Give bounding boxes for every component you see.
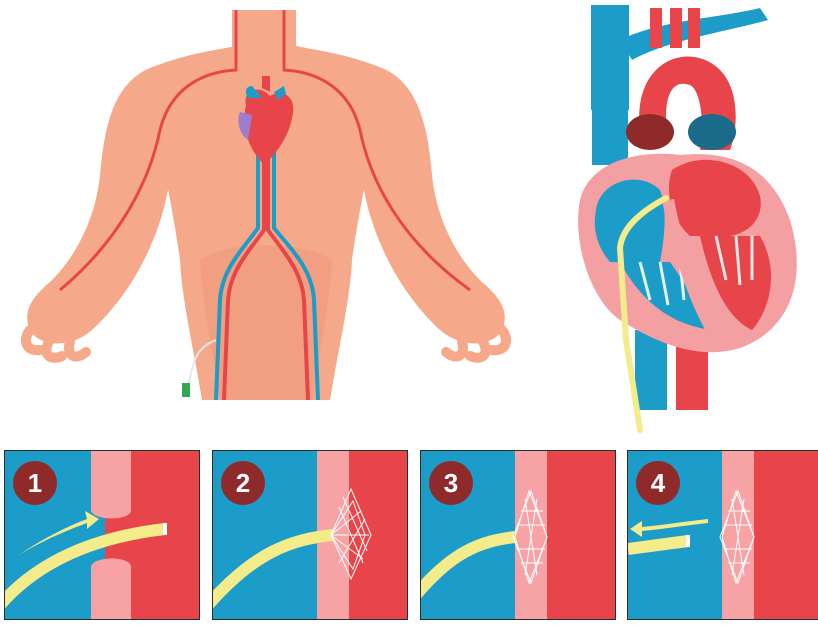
heart-illustration xyxy=(0,0,818,440)
step-badge-4: 4 xyxy=(636,461,680,505)
catheter-path xyxy=(628,541,688,549)
step-badge-1: 1 xyxy=(13,461,57,505)
step-panel-4: 4 xyxy=(627,450,818,620)
step-badge-3: 3 xyxy=(429,461,473,505)
heart-cross-section xyxy=(578,5,797,410)
step-panel-3: 3 xyxy=(420,450,616,620)
step-panel-2: 2 xyxy=(212,450,408,620)
step-badge-2: 2 xyxy=(221,461,265,505)
step-panel-1: 1 xyxy=(4,450,200,620)
